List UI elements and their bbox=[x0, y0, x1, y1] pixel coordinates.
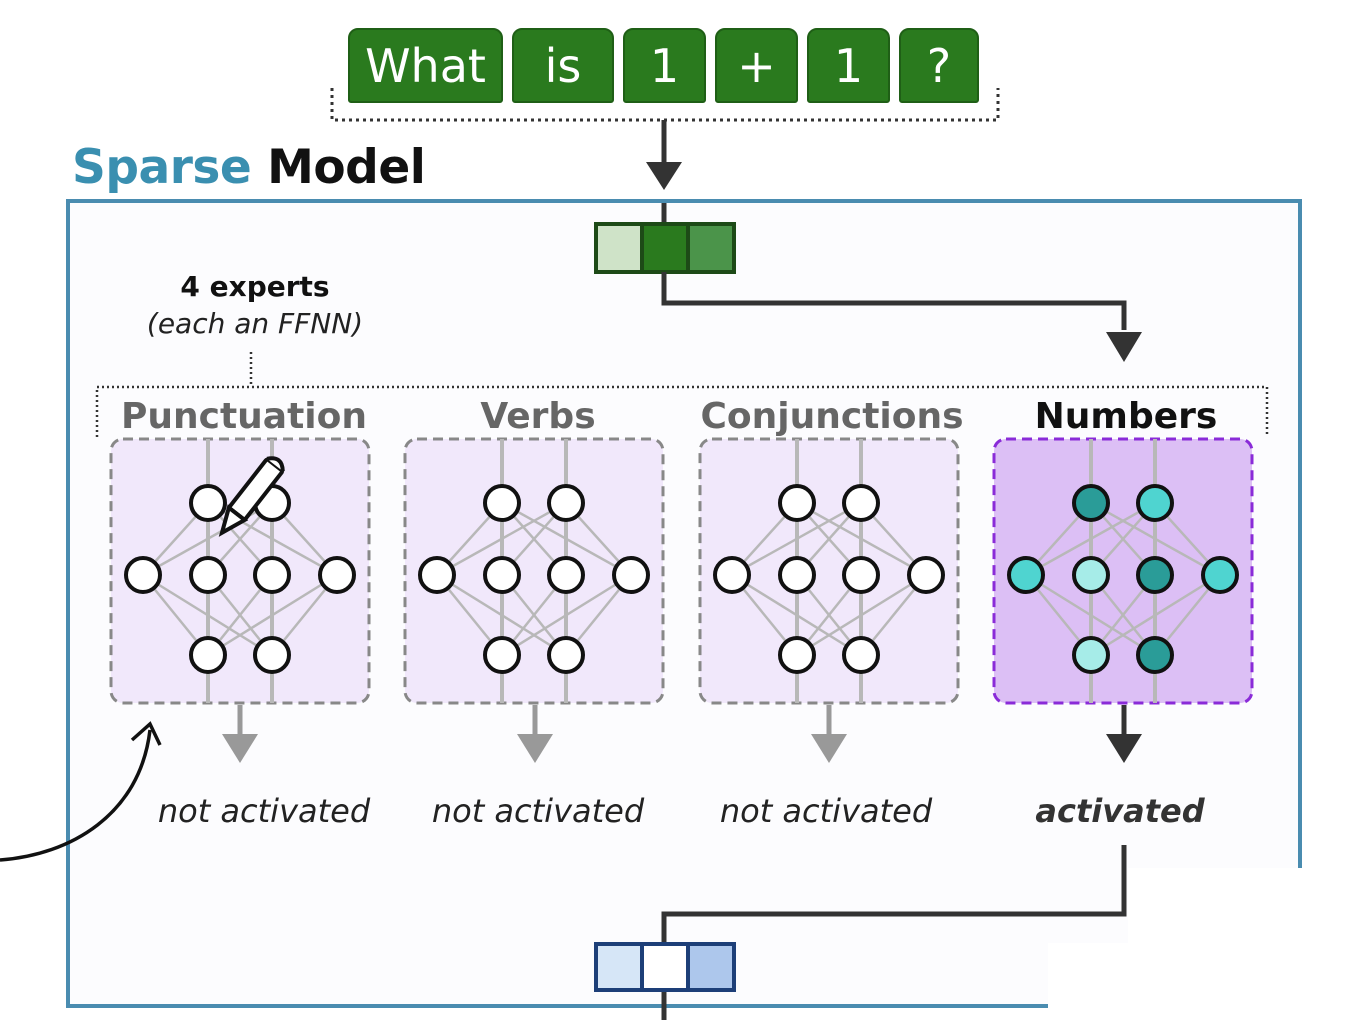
diagram-title: Sparse Model bbox=[72, 140, 426, 195]
neuron-node bbox=[253, 556, 291, 594]
experts-label: 4 experts (each an FFNN) bbox=[130, 270, 380, 340]
expert-box-punctuation bbox=[109, 437, 371, 705]
neuron-node bbox=[907, 556, 945, 594]
token: 1 bbox=[807, 28, 890, 103]
neuron-node bbox=[547, 556, 585, 594]
neuron-node bbox=[483, 484, 521, 522]
crop-mask bbox=[1048, 943, 1303, 1020]
expert-status-numbers: activated bbox=[1035, 792, 1205, 830]
neuron-node bbox=[124, 556, 162, 594]
neuron-node bbox=[1072, 636, 1110, 674]
neuron-node bbox=[1007, 556, 1045, 594]
neuron-node bbox=[1136, 484, 1174, 522]
expert-status-conjunctions: not activated bbox=[719, 792, 933, 830]
expert-name-conjunctions: Conjunctions bbox=[700, 396, 964, 437]
neuron-node bbox=[778, 636, 816, 674]
token: + bbox=[715, 28, 798, 103]
neuron-node bbox=[1136, 636, 1174, 674]
expert-status-punctuation: not activated bbox=[157, 792, 371, 830]
annotation-arrow bbox=[0, 729, 152, 862]
experts-description: (each an FFNN) bbox=[146, 307, 364, 340]
token: What bbox=[348, 28, 503, 103]
crop-mask bbox=[1128, 868, 1303, 943]
neuron-node bbox=[318, 556, 356, 594]
token: ? bbox=[899, 28, 979, 103]
neuron-node bbox=[483, 556, 521, 594]
expert-box-numbers bbox=[992, 437, 1254, 705]
route-arrow-head bbox=[1106, 332, 1142, 362]
expert-status-verbs: not activated bbox=[431, 792, 645, 830]
expert-output-arrows bbox=[222, 705, 1142, 763]
expert-box-conjunctions bbox=[698, 437, 960, 705]
experts-count: 4 experts bbox=[180, 270, 330, 303]
output-vector bbox=[594, 942, 736, 992]
expert-name-numbers: Numbers bbox=[1034, 396, 1218, 437]
neuron-node bbox=[713, 556, 751, 594]
output-line bbox=[661, 845, 1127, 944]
neuron-node bbox=[1072, 556, 1110, 594]
neuron-node bbox=[483, 636, 521, 674]
neuron-node bbox=[547, 484, 585, 522]
experts-bracket bbox=[95, 385, 1269, 437]
router-vector bbox=[594, 222, 736, 274]
expert-name-punctuation: Punctuation bbox=[120, 396, 368, 437]
token-bracket bbox=[330, 88, 1000, 122]
crop-mask bbox=[1303, 868, 1347, 1020]
neuron-node bbox=[842, 636, 880, 674]
neuron-node bbox=[778, 484, 816, 522]
neuron-node bbox=[253, 636, 291, 674]
neuron-node bbox=[547, 636, 585, 674]
expert-name-verbs: Verbs bbox=[480, 396, 596, 437]
neuron-node bbox=[189, 556, 227, 594]
input-arrow-head bbox=[646, 162, 682, 190]
neuron-node bbox=[1136, 556, 1174, 594]
token: 1 bbox=[623, 28, 706, 103]
neuron-node bbox=[842, 556, 880, 594]
pencil-icon bbox=[218, 456, 285, 537]
neuron-node bbox=[1072, 484, 1110, 522]
neuron-node bbox=[842, 484, 880, 522]
route-line bbox=[661, 272, 1127, 330]
neuron-node bbox=[418, 556, 456, 594]
title-sparse: Sparse bbox=[72, 140, 252, 195]
neuron-node bbox=[189, 484, 227, 522]
title-model: Model bbox=[267, 140, 426, 195]
token: is bbox=[512, 28, 614, 103]
neuron-node bbox=[778, 556, 816, 594]
neuron-node bbox=[189, 636, 227, 674]
neuron-node bbox=[1201, 556, 1239, 594]
neuron-node bbox=[612, 556, 650, 594]
expert-box-verbs bbox=[403, 437, 665, 705]
